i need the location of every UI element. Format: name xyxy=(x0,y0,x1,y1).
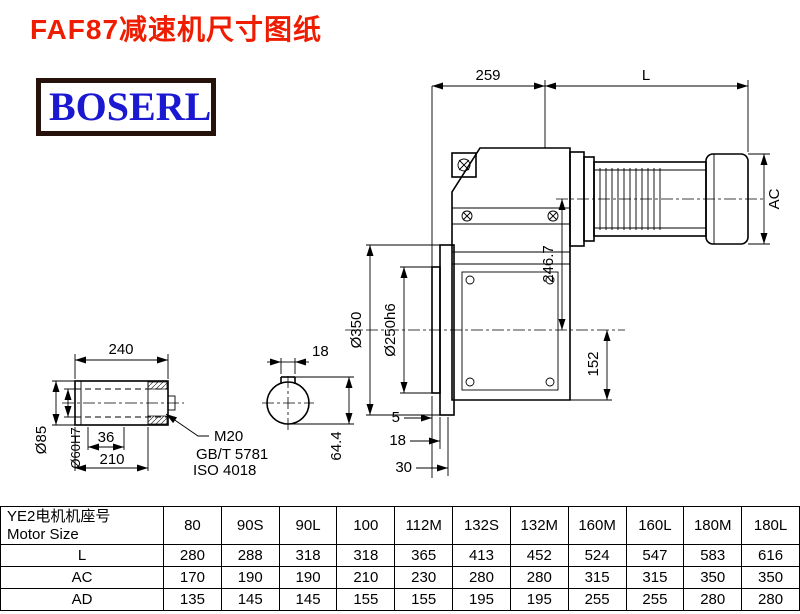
dim-d350: Ø350 xyxy=(348,312,365,349)
cell-AC-6: 280 xyxy=(509,566,569,589)
dim-240: 240 xyxy=(108,341,133,358)
cell-AD-4: 155 xyxy=(394,588,454,611)
dim-d85: Ø85 xyxy=(33,426,50,454)
dim-d250h6: Ø250h6 xyxy=(382,303,399,356)
col-header-90s: 90S xyxy=(220,506,280,545)
col-header-132m: 132M xyxy=(509,506,569,545)
label-iso-4018: ISO 4018 xyxy=(193,462,256,479)
cell-AD-9: 280 xyxy=(683,588,743,611)
cell-AD-0: 135 xyxy=(163,588,222,611)
cell-AC-10: 350 xyxy=(741,566,800,589)
cell-L-3: 318 xyxy=(336,544,396,567)
cell-L-2: 318 xyxy=(278,544,338,567)
dim-246-7: 246.7 xyxy=(540,245,557,283)
cell-AD-1: 145 xyxy=(220,588,280,611)
keyway-detail-view: 18 64.4 xyxy=(262,343,354,461)
cell-AD-10: 280 xyxy=(741,588,800,611)
dim-36: 36 xyxy=(98,429,115,446)
cell-AC-3: 210 xyxy=(336,566,396,589)
col-header-180m: 180M xyxy=(683,506,743,545)
cell-L-6: 452 xyxy=(509,544,569,567)
col-header-132s: 132S xyxy=(452,506,511,545)
gearbox-housing xyxy=(451,147,571,401)
cell-AD-2: 145 xyxy=(278,588,338,611)
cell-AD-6: 195 xyxy=(509,588,569,611)
header-motor-size-en: Motor Size xyxy=(7,525,79,543)
cell-AC-4: 230 xyxy=(394,566,454,589)
col-header-100: 100 xyxy=(336,506,396,545)
dim-64-4: 64.4 xyxy=(328,431,345,460)
main-view: 259 L AC Ø350 Ø250h6 246.7 xyxy=(345,67,783,478)
col-header-160l: 160L xyxy=(625,506,685,545)
cell-AD-7: 255 xyxy=(567,588,627,611)
cell-AD-8: 255 xyxy=(625,588,685,611)
dim-5: 5 xyxy=(392,409,400,426)
cell-AC-8: 315 xyxy=(625,566,685,589)
row-label-AC: AC xyxy=(0,566,164,589)
cell-L-10: 616 xyxy=(741,544,800,567)
cell-AC-2: 190 xyxy=(278,566,338,589)
table-row-L: L 280 288 318 318 365 413 452 524 547 58… xyxy=(0,544,800,567)
dim-d60h7: Ø60H7 xyxy=(68,427,83,468)
col-header-180l: 180L xyxy=(741,506,800,545)
cell-AC-7: 315 xyxy=(567,566,627,589)
cell-L-8: 547 xyxy=(625,544,685,567)
drawing-title: FAF87减速机尺寸图纸 xyxy=(30,14,323,45)
label-m20: M20 xyxy=(214,428,243,445)
boserl-logo-box: BOSERL xyxy=(36,78,216,136)
col-header-112m: 112M xyxy=(394,506,454,545)
cell-L-9: 583 xyxy=(683,544,743,567)
main-view-dimensions: 259 L AC Ø350 Ø250h6 246.7 xyxy=(348,67,783,478)
dim-18-key: 18 xyxy=(312,343,329,360)
label-gb-5781: GB/T 5781 xyxy=(196,446,268,463)
motor xyxy=(556,151,766,247)
boserl-logo-text: BOSERL xyxy=(49,84,212,129)
cell-AC-1: 190 xyxy=(220,566,280,589)
dim-30: 30 xyxy=(395,459,412,476)
col-header-90l: 90L xyxy=(278,506,338,545)
row-label-L: L xyxy=(0,544,164,567)
output-flange xyxy=(345,244,625,416)
shaft-detail-view: 240 Ø85 Ø60H7 36 210 M20 GB/T 578 xyxy=(33,341,268,479)
col-header-80: 80 xyxy=(163,506,222,545)
cell-L-1: 288 xyxy=(220,544,280,567)
cell-AC-5: 280 xyxy=(452,566,511,589)
motor-size-table: YE2电机机座号 Motor Size 80 90S 90L 100 112M … xyxy=(0,506,800,611)
dim-18: 18 xyxy=(389,432,406,449)
dim-210: 210 xyxy=(99,451,124,468)
table-row-AD: AD 135 145 145 155 155 195 195 255 255 2… xyxy=(0,588,800,611)
cell-AD-3: 155 xyxy=(336,588,396,611)
technical-drawing: 259 L AC Ø350 Ø250h6 246.7 xyxy=(33,67,783,479)
cell-L-5: 413 xyxy=(452,544,511,567)
col-header-160m: 160M xyxy=(567,506,627,545)
cell-L-0: 280 xyxy=(163,544,222,567)
header-motor-size: YE2电机机座号 Motor Size xyxy=(0,506,164,545)
header-motor-size-cn: YE2电机机座号 xyxy=(7,507,111,525)
cell-AD-5: 195 xyxy=(452,588,511,611)
table-header-row: YE2电机机座号 Motor Size 80 90S 90L 100 112M … xyxy=(0,506,800,545)
cell-AC-9: 350 xyxy=(683,566,743,589)
dim-152: 152 xyxy=(585,351,602,376)
cell-L-7: 524 xyxy=(567,544,627,567)
row-label-AD: AD xyxy=(0,588,164,611)
cell-L-4: 365 xyxy=(394,544,454,567)
dim-259: 259 xyxy=(475,67,500,84)
dim-L: L xyxy=(642,67,650,84)
table-row-AC: AC 170 190 190 210 230 280 280 315 315 3… xyxy=(0,566,800,589)
dim-AC: AC xyxy=(766,188,783,209)
cell-AC-0: 170 xyxy=(163,566,222,589)
